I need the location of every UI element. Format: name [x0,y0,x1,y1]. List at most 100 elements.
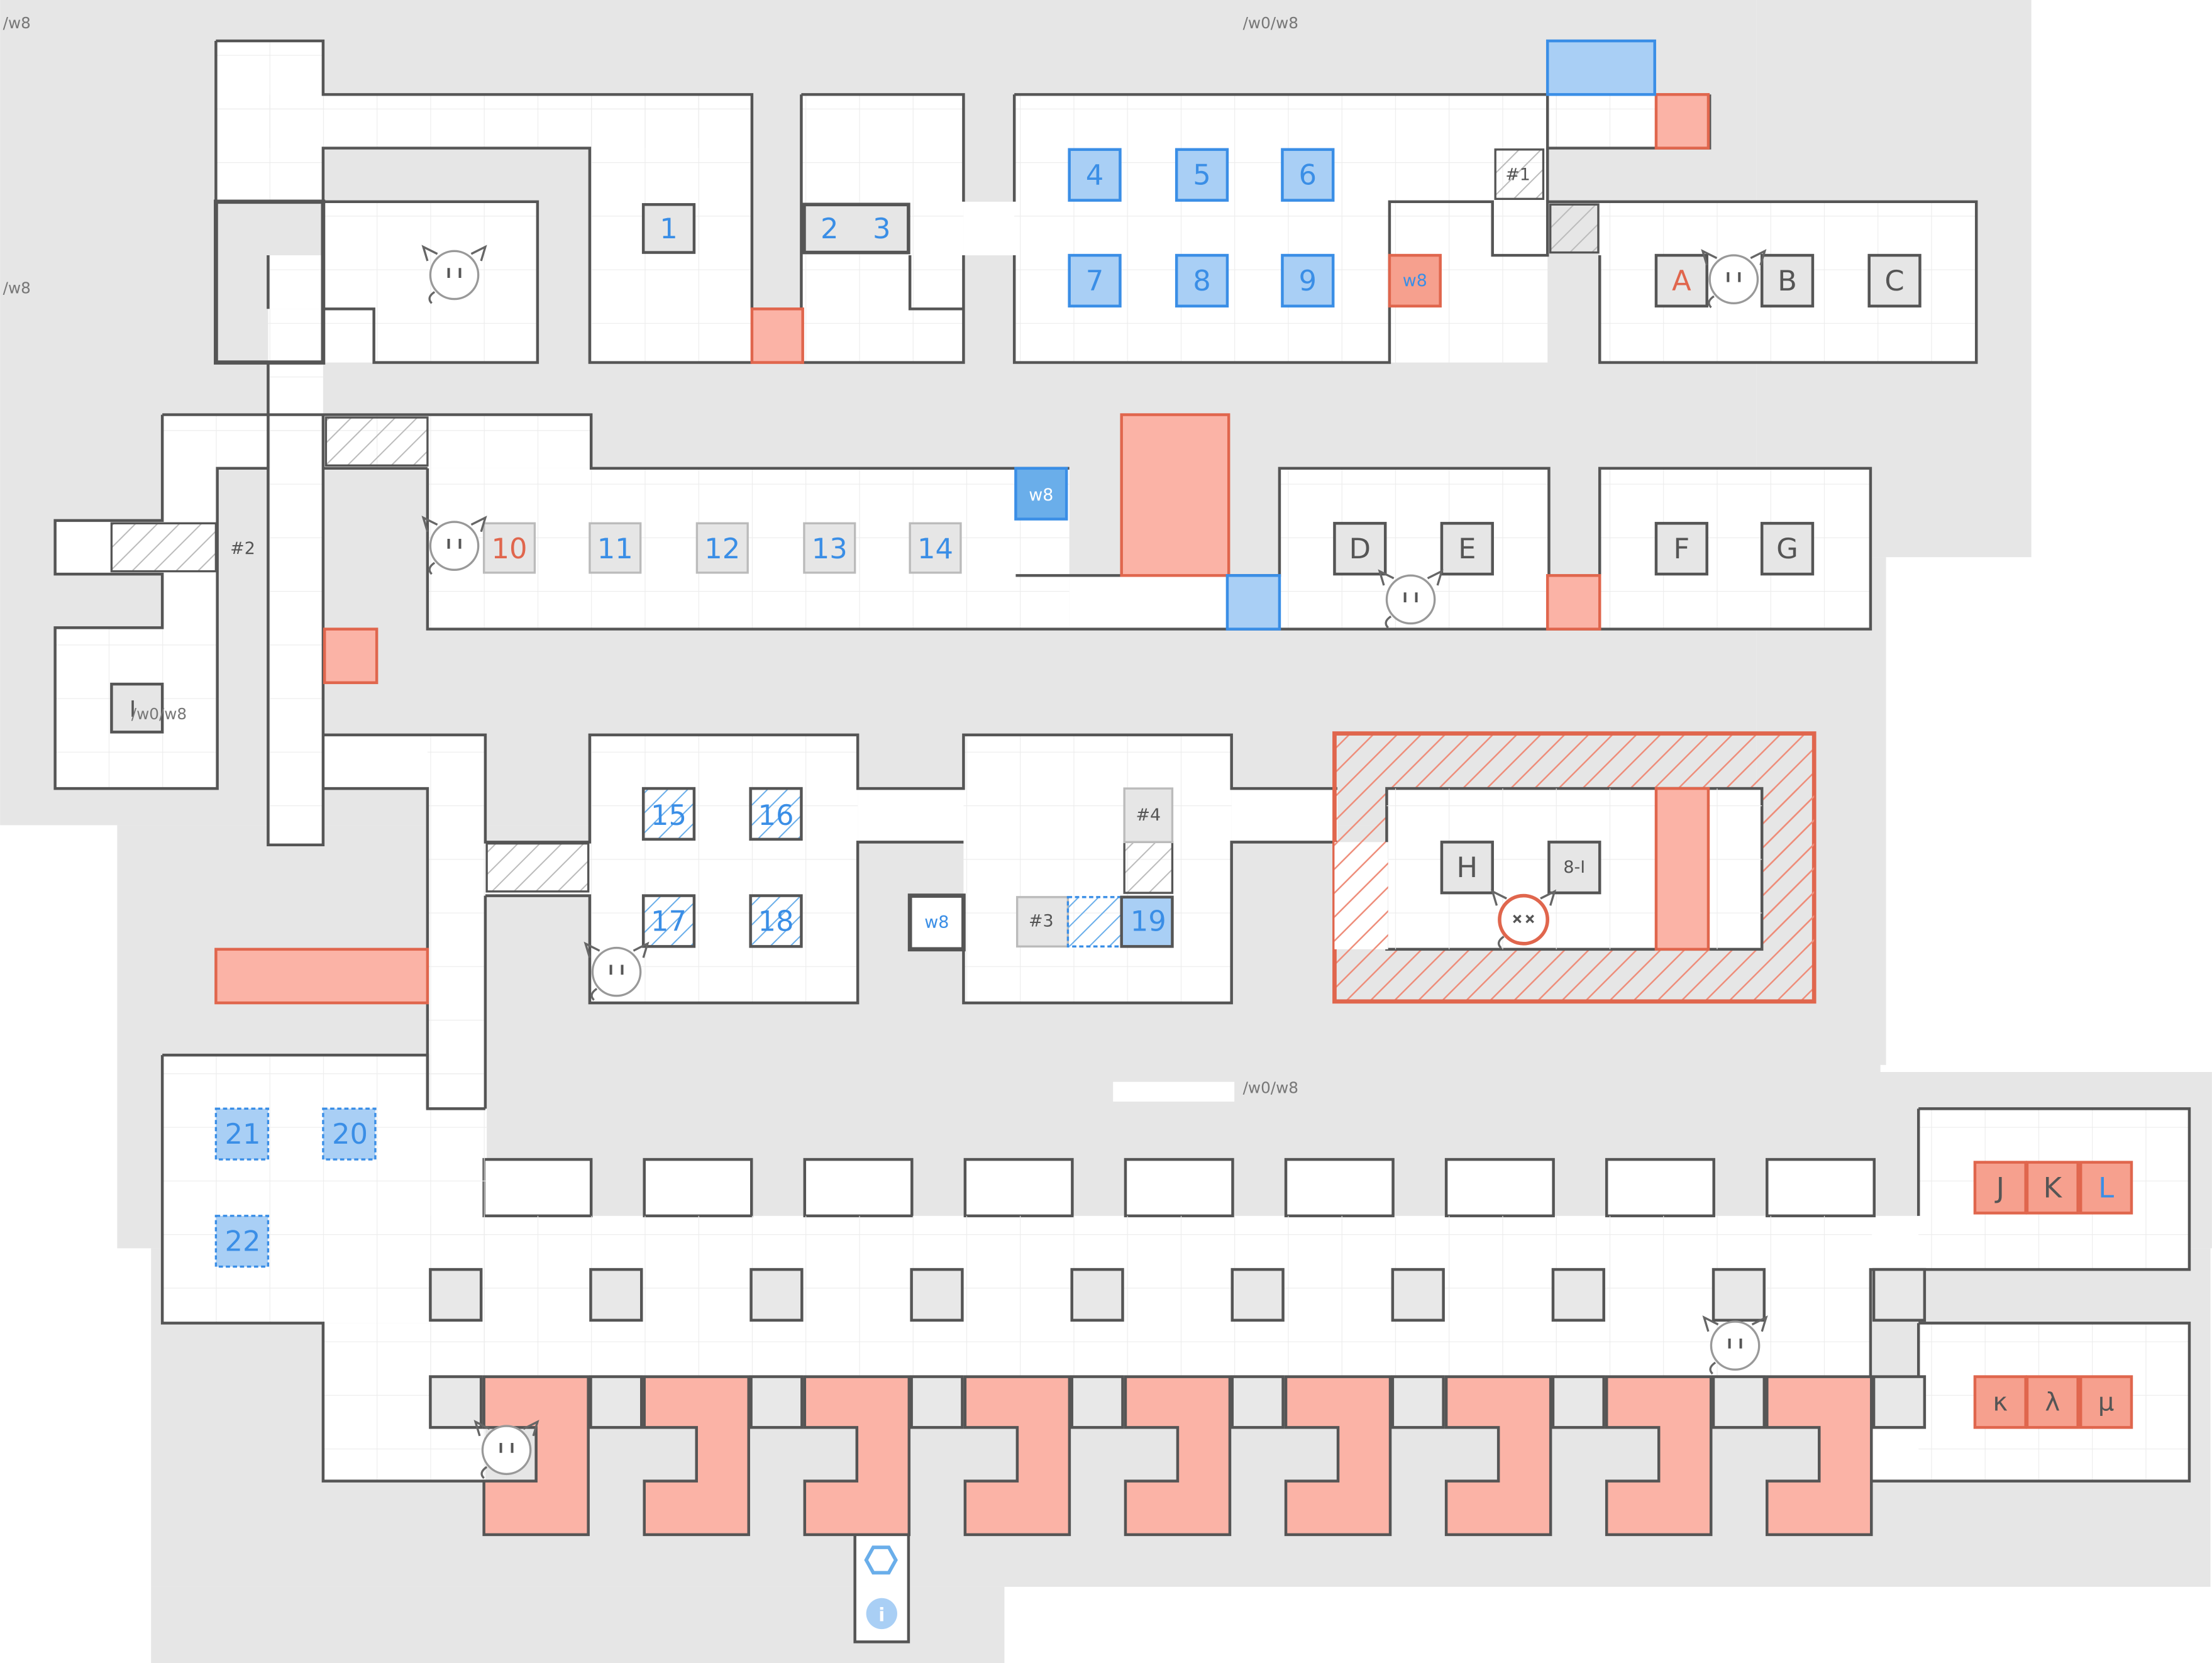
info-button[interactable]: i [866,1598,897,1630]
hexagon-button[interactable] [864,1545,898,1575]
gray-square [1872,1375,1927,1429]
gray-square [1872,1268,1927,1322]
cat-character [1702,1315,1768,1375]
wall-layer [53,39,2191,1644]
gray-square [1551,1375,1605,1429]
tile-11: 11 [597,532,633,565]
tile-C: C [1884,264,1904,297]
gray-square [910,1375,964,1429]
tile-label: 2 [821,212,839,245]
corridor-bump [1605,1157,1715,1218]
tile-17: 17 [651,904,687,937]
cat-character [1378,569,1444,629]
tile-J: J [1994,1171,2005,1204]
corridor-bump [643,1157,753,1218]
tile-L: L [2098,1171,2114,1204]
corridor-bump [803,1157,914,1218]
tile-4: 4 [1086,158,1104,192]
red-u-block [643,1375,750,1537]
tile-w8-red: w8 [1403,271,1427,290]
tile-13: 13 [812,532,848,565]
tile-B: B [1778,264,1797,297]
gray-square [1391,1375,1445,1429]
tile-10: 10 [491,532,527,565]
gray-square [429,1375,483,1429]
gray-square [1070,1375,1124,1429]
gray-square [589,1375,643,1429]
tile-D: D [1349,532,1371,565]
gray-squares [429,1268,1927,1429]
red-u-block [1444,1375,1552,1537]
tile-14: 14 [917,532,953,565]
cat-character [583,941,650,1001]
tile-21: 21 [224,1117,260,1151]
red-u-block [1284,1375,1392,1537]
red-u-block [1766,1375,1873,1537]
enemy-character [1490,889,1557,949]
tile-5: 5 [1193,158,1211,192]
red-u-block [1605,1375,1713,1537]
tile-E: E [1458,532,1476,565]
tile-16: 16 [758,798,794,832]
tile-label: 3 [873,212,891,245]
corridor-bump [963,1157,1074,1218]
gray-square [589,1268,643,1322]
tile-w8-blue: w8 [1029,485,1053,505]
tile-12: 12 [704,532,740,565]
corridor-bump [1284,1157,1395,1218]
cat-character [421,245,487,304]
marker-4: #4 [1136,805,1161,825]
red-blocks [214,93,1710,1005]
tile-7: 7 [1086,264,1104,297]
corridor-bumps [482,1157,1876,1218]
marker-2: #2 [230,539,255,558]
corridor-bump [1124,1157,1234,1218]
marker-3: #3 [1029,911,1054,931]
gray-square [749,1375,804,1429]
label-background [1113,1081,1235,1102]
gray-square [1551,1268,1605,1322]
corridor-bump [1766,1157,1876,1218]
tile-F: F [1673,532,1689,565]
tile-1[interactable]: 1 [641,203,696,254]
hexagon-icon [864,1545,898,1575]
tile-22: 22 [224,1225,260,1258]
path-label: /w8 [3,14,31,32]
tile-15: 15 [651,798,687,832]
tile-A: A [1672,264,1691,297]
red-u-block [1124,1375,1232,1537]
hatched-gray [110,148,1600,894]
path-label: /w0/w8 [1243,1079,1298,1097]
tile-8: 8 [1193,264,1211,297]
tile-w8-side: w8 [924,913,949,932]
red-u-blocks [482,1375,1873,1537]
tile-H: H [1456,851,1478,884]
marker-1: #1 [1505,165,1530,185]
tile-18: 18 [758,904,794,937]
characters [421,245,1768,1479]
tile-20: 20 [332,1117,368,1151]
tile-I: I [130,697,136,722]
gray-square [1712,1375,1766,1429]
path-label: /w0/w8 [1243,14,1298,32]
gray-square [1070,1268,1124,1322]
tile-kappa: κ [1993,1387,2008,1417]
cat-character [421,516,487,575]
gray-square [1230,1268,1285,1322]
cat-character [473,1420,539,1479]
blue-blocks [1225,39,1656,631]
info-icon [866,1598,897,1630]
cat-character [1701,249,1767,309]
gray-square [1712,1268,1766,1322]
corridor-bump [482,1157,593,1218]
red-room [1332,731,1817,1004]
gray-square [749,1268,804,1322]
tile-6: 6 [1299,158,1317,192]
tile-K: K [2043,1171,2063,1204]
grid-overlay [55,41,2189,1481]
red-u-block [803,1375,911,1537]
info-glyph: i [878,1605,885,1626]
